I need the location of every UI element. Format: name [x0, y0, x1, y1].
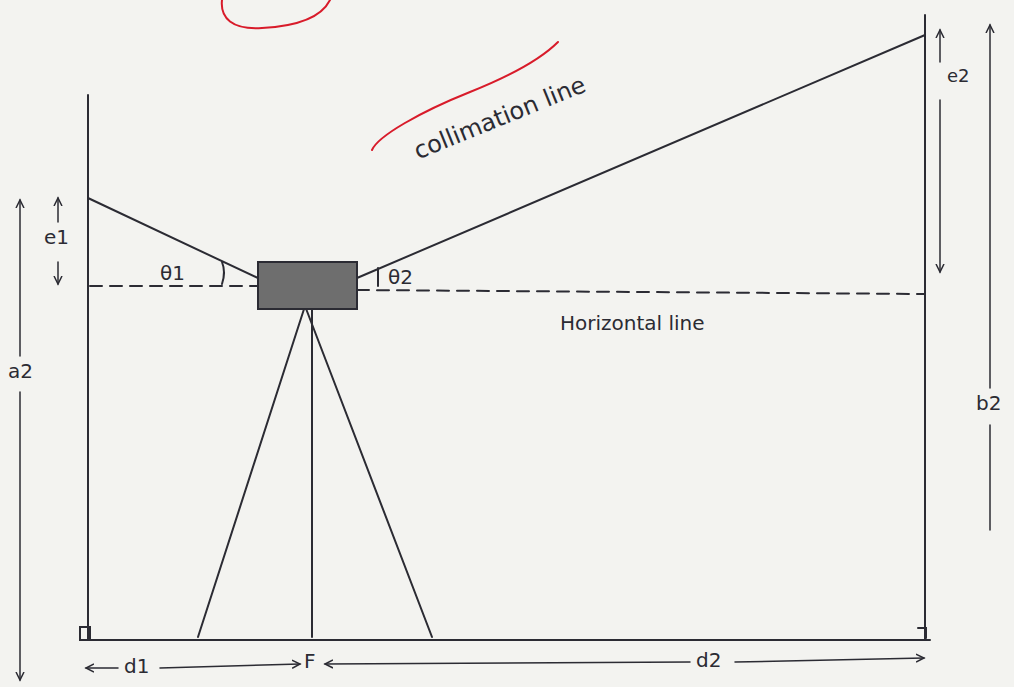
line-label: Horizontal line — [560, 312, 705, 334]
dimension-arrow — [989, 425, 991, 530]
point-label: F — [304, 650, 316, 672]
horizontal-line — [357, 290, 924, 294]
angle-label: θ2 — [388, 266, 413, 288]
right-staff — [924, 15, 926, 640]
peg — [80, 627, 90, 640]
horizontal-line — [90, 285, 258, 287]
dimension-label: a2 — [8, 360, 33, 382]
dimension-arrow — [86, 667, 118, 669]
left-staff — [87, 95, 89, 640]
angle-label: θ1 — [160, 262, 185, 284]
dimension-arrow — [939, 100, 941, 272]
dimension-arrow — [57, 262, 59, 284]
dimension-arrow — [939, 30, 941, 62]
line-label: collimation line — [410, 71, 589, 164]
dimension-label: d1 — [124, 655, 149, 677]
level-instrument — [258, 262, 357, 309]
angle-arc — [377, 268, 379, 286]
dimension-arrow — [57, 198, 59, 222]
dimension-label: b2 — [976, 392, 1001, 414]
dimension-arrow — [19, 200, 21, 356]
peg — [918, 628, 926, 638]
pen-mark — [222, 0, 330, 28]
tripod-leg — [198, 306, 305, 637]
ground-line — [80, 639, 930, 641]
tripod-leg — [311, 306, 313, 637]
dimension-arrow — [735, 658, 924, 662]
dimension-arrow — [160, 664, 300, 668]
dimension-arrow — [989, 25, 991, 388]
dimension-arrow — [325, 662, 690, 664]
dimension-label: d2 — [696, 649, 721, 671]
dimension-label: e2 — [947, 66, 970, 86]
dimension-label: e1 — [44, 226, 69, 248]
collimation-line — [357, 35, 925, 278]
tripod-leg — [305, 306, 432, 637]
angle-arc — [222, 262, 224, 284]
dimension-arrow — [19, 392, 21, 680]
